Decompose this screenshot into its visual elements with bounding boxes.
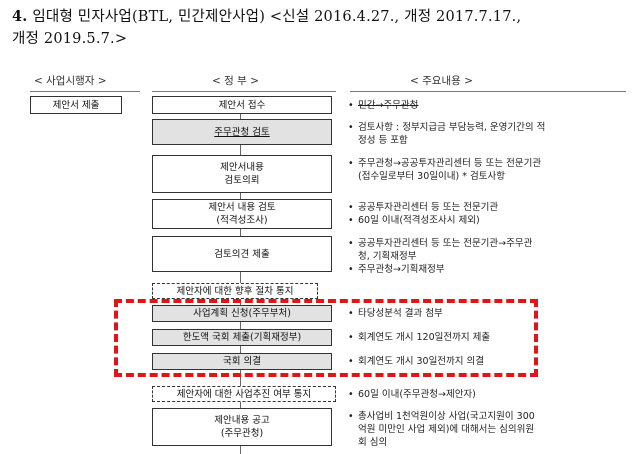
revision-history-2: 개정 2019.5.7.>: [12, 31, 128, 47]
flow-box-announcement: 제안내용 공고(주무관청): [152, 408, 332, 446]
highlight-region: [114, 299, 538, 377]
document-title: 4. 임대형 민자사업(BTL, 민간제안사업) <신설 2016.4.27.,…: [12, 6, 632, 50]
header-rule-government: [152, 91, 336, 92]
note-limit-submission: •회계연도 개시 120일전까지 제출: [348, 332, 491, 343]
actor-box-proposal-submit: 제안서 제출: [30, 96, 122, 114]
flow-connector: [240, 100, 241, 454]
flow-box-opinion-submit: 검토의견 제출: [152, 236, 332, 272]
flow-box-assembly-resolution: 국회 의결: [152, 353, 332, 370]
flow-box-receipt: 제안서 접수: [152, 96, 332, 114]
header-government: < 정 부 >: [212, 75, 259, 87]
note-assembly-resolution: •회계연도 개시 30일전까지 의결: [348, 356, 485, 367]
flow-box-limit-submission: 한도액 국회 제출(기획재정부): [152, 329, 332, 346]
revision-history-1: <신설 2016.4.27., 개정 2017.7.17.,: [269, 9, 522, 25]
header-rule-actor: [30, 91, 140, 92]
flow-box-decision-notice: 제안자에 대한 사업추진 여부 통지: [152, 386, 336, 402]
section-number: 4.: [12, 8, 28, 25]
section-name: 임대형 민자사업(BTL, 민간제안사업): [32, 9, 266, 25]
flow-box-feasibility: 제안서 내용 검토(적격성조사): [152, 199, 332, 229]
note-review-request: •주무관청→공공투자관리센터 등 또는 전문기관(접수일로부터 30일이내) *…: [348, 158, 542, 182]
header-actor: < 사업시행자 >: [34, 75, 107, 87]
note-plan-application: •타당성분석 결과 첨부: [348, 308, 443, 319]
flow-box-procedure-notice: 제안자에 대한 향후 절차 통지: [152, 283, 318, 299]
note-decision-notice: •60일 이내(주무관청→제안자): [348, 389, 476, 400]
header-rule-content: [350, 91, 626, 92]
note-feasibility: •공공투자관리센터 등 또는 전문기관 •60일 이내(적격성조사시 제외): [348, 202, 499, 226]
note-receipt: •민간→주무관청: [348, 100, 419, 111]
header-content: < 주요내용 >: [410, 75, 473, 87]
flow-box-agency-review: 주무관청 검토: [152, 119, 332, 145]
flow-box-plan-application: 사업계획 신청(주무부처): [152, 305, 332, 322]
